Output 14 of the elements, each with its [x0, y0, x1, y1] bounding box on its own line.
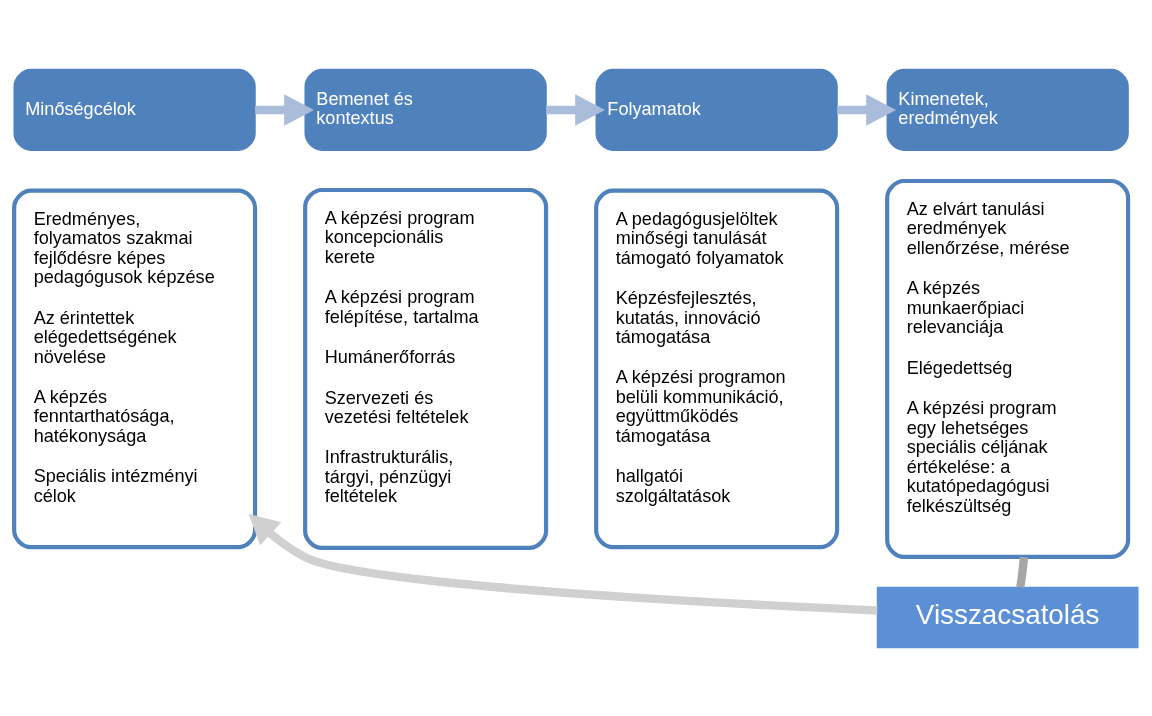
arrow	[837, 93, 897, 126]
arrow	[255, 93, 315, 126]
arrow	[546, 93, 606, 126]
node-box: Minőségcélok	[13, 68, 256, 151]
node-box: A pedagógusjelöltek minőségi tanulását támogató folyamatok Képzésfejlesztés, kutatás, innováció támogatása A képzési programon belüli kommunikáció, együttműködés támogatása hallgatói szolgáltatások	[594, 188, 840, 549]
arrow	[248, 513, 878, 615]
node-box: Az elvárt tanulási eredmények ellenőrzése, mérése A képzés munkaerőpiaci relevanciája Elégedettség A képzési program egy lehetséges speciális céljának értékelése: a kutatópedagógusi felkészültség	[885, 178, 1131, 559]
node-box: A képzési program koncepcionális kerete A képzési program felépítése, tartalma Humánerőforrás Szervezeti és vezetési feltételek Infrastrukturális, tárgyi, pénzügyi feltételek	[303, 187, 549, 550]
node-box: Bemenet és kontextus	[304, 68, 547, 151]
node-box: Kimenetek, eredmények	[886, 68, 1129, 151]
node-box: Visszacsatolás	[876, 586, 1139, 648]
connector	[1016, 556, 1029, 588]
node-box: Eredményes, folyamatos szakmai fejlődésre képes pedagógusok képzése Az érintettek elégedettségének növelése A képzés fenntarthatósága, hatékonysága Speciális intézményi célok	[12, 188, 258, 549]
node-box: Folyamatok	[595, 68, 838, 151]
